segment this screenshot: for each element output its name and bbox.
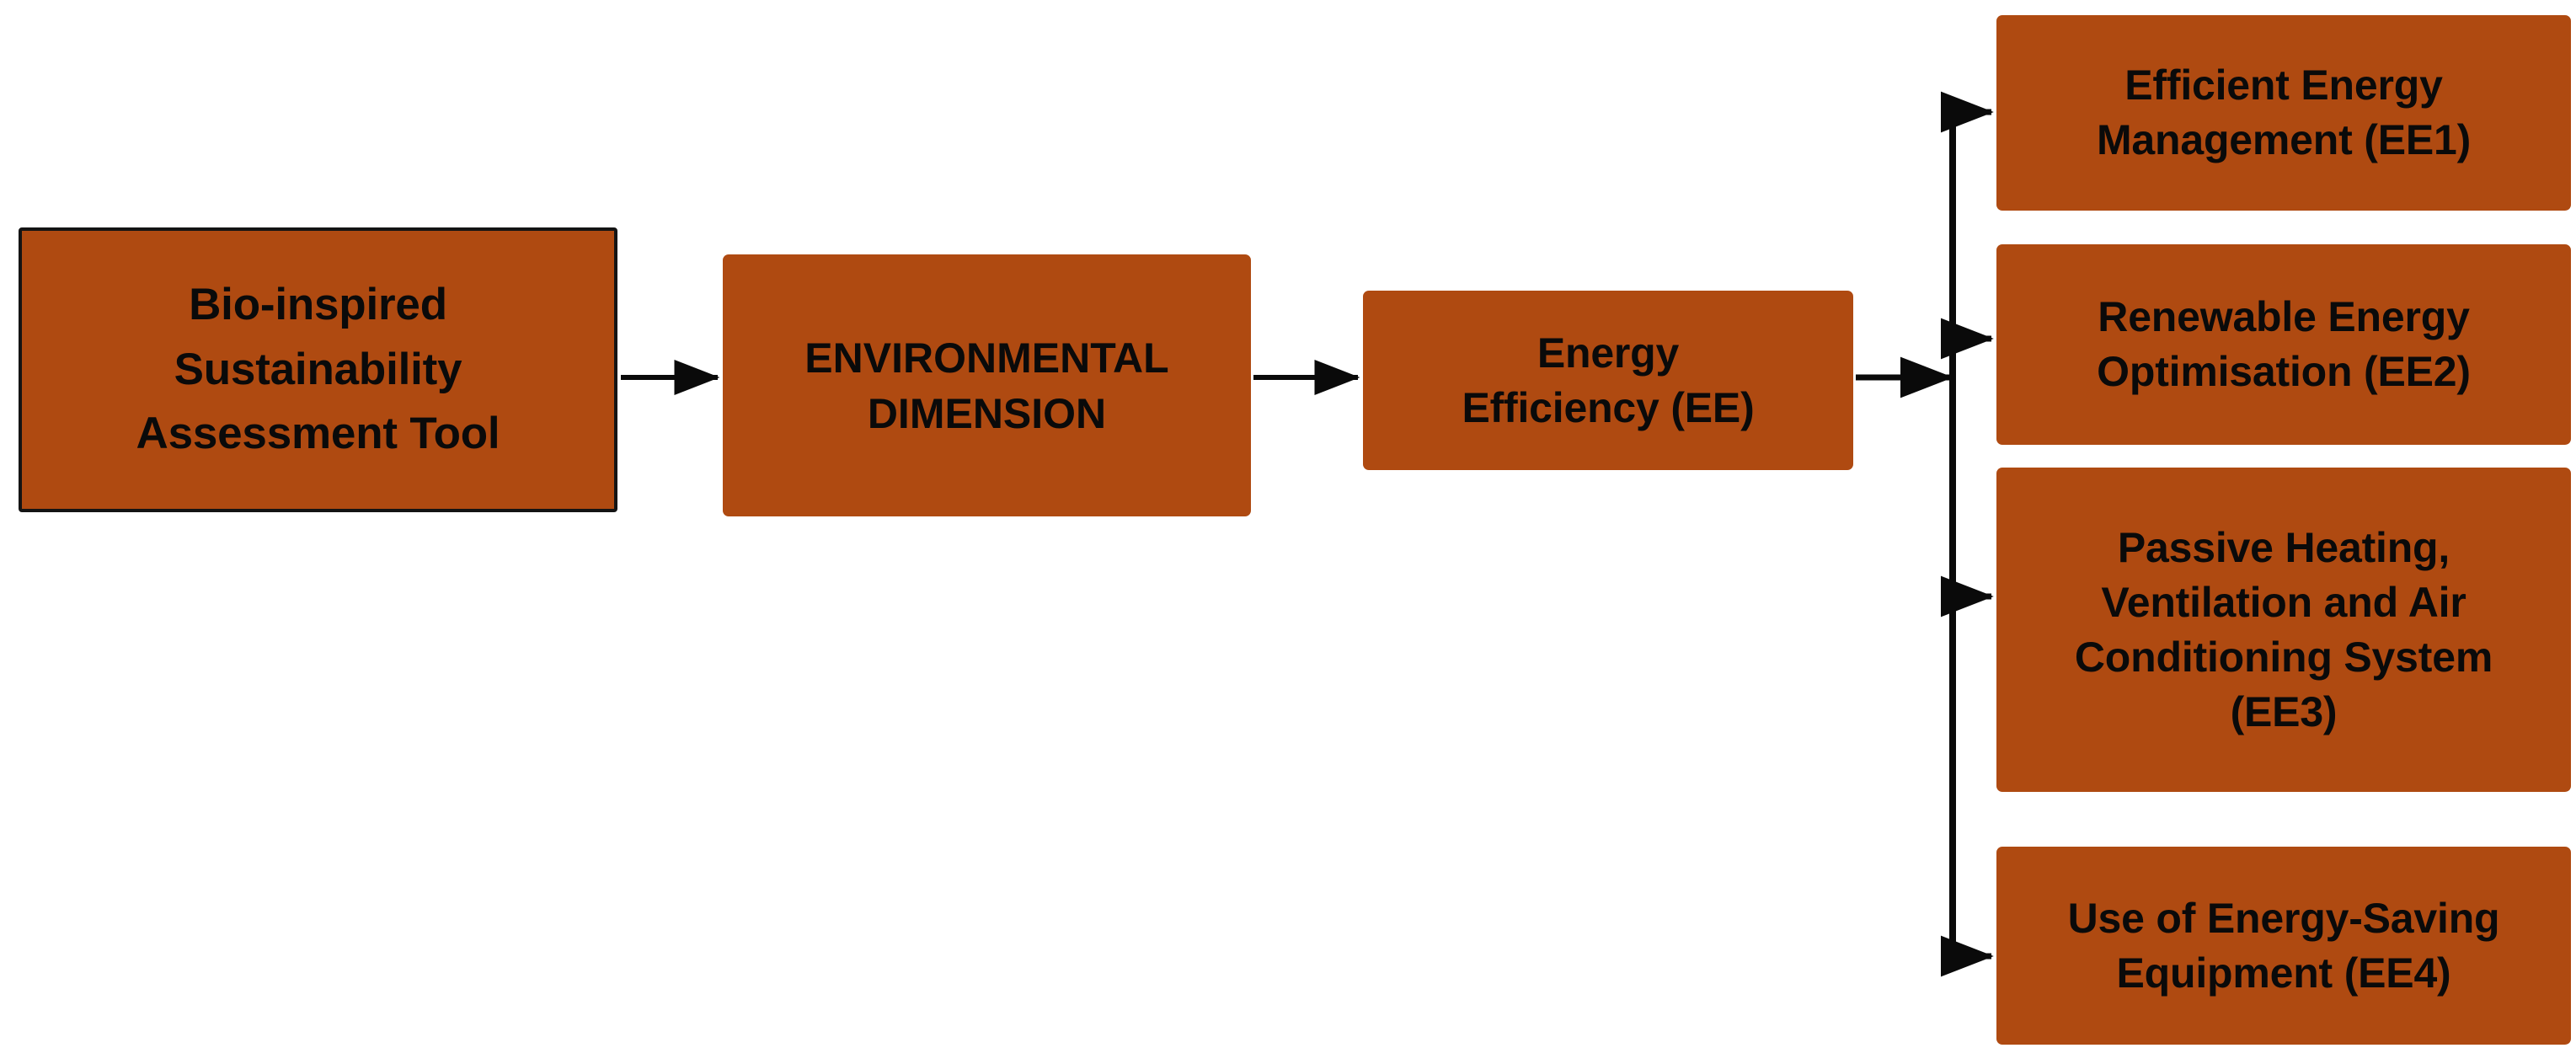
- node-energy-efficiency[interactable]: Energy Efficiency (EE): [1363, 291, 1853, 470]
- node-indicator-ee3[interactable]: Passive Heating, Ventilation and Air Con…: [1996, 468, 2571, 792]
- node-indicator-ee4[interactable]: Use of Energy-Saving Equipment (EE4): [1996, 847, 2571, 1045]
- node-environmental-dimension[interactable]: ENVIRONMENTAL DIMENSION: [723, 254, 1251, 516]
- node-indicator-ee2[interactable]: Renewable Energy Optimisation (EE2): [1996, 244, 2571, 445]
- node-root-bio-inspired-sustainability-assessment-tool[interactable]: Bio-inspired Sustainability Assessment T…: [19, 227, 617, 512]
- node-indicator-ee1[interactable]: Efficient Energy Management (EE1): [1996, 15, 2571, 211]
